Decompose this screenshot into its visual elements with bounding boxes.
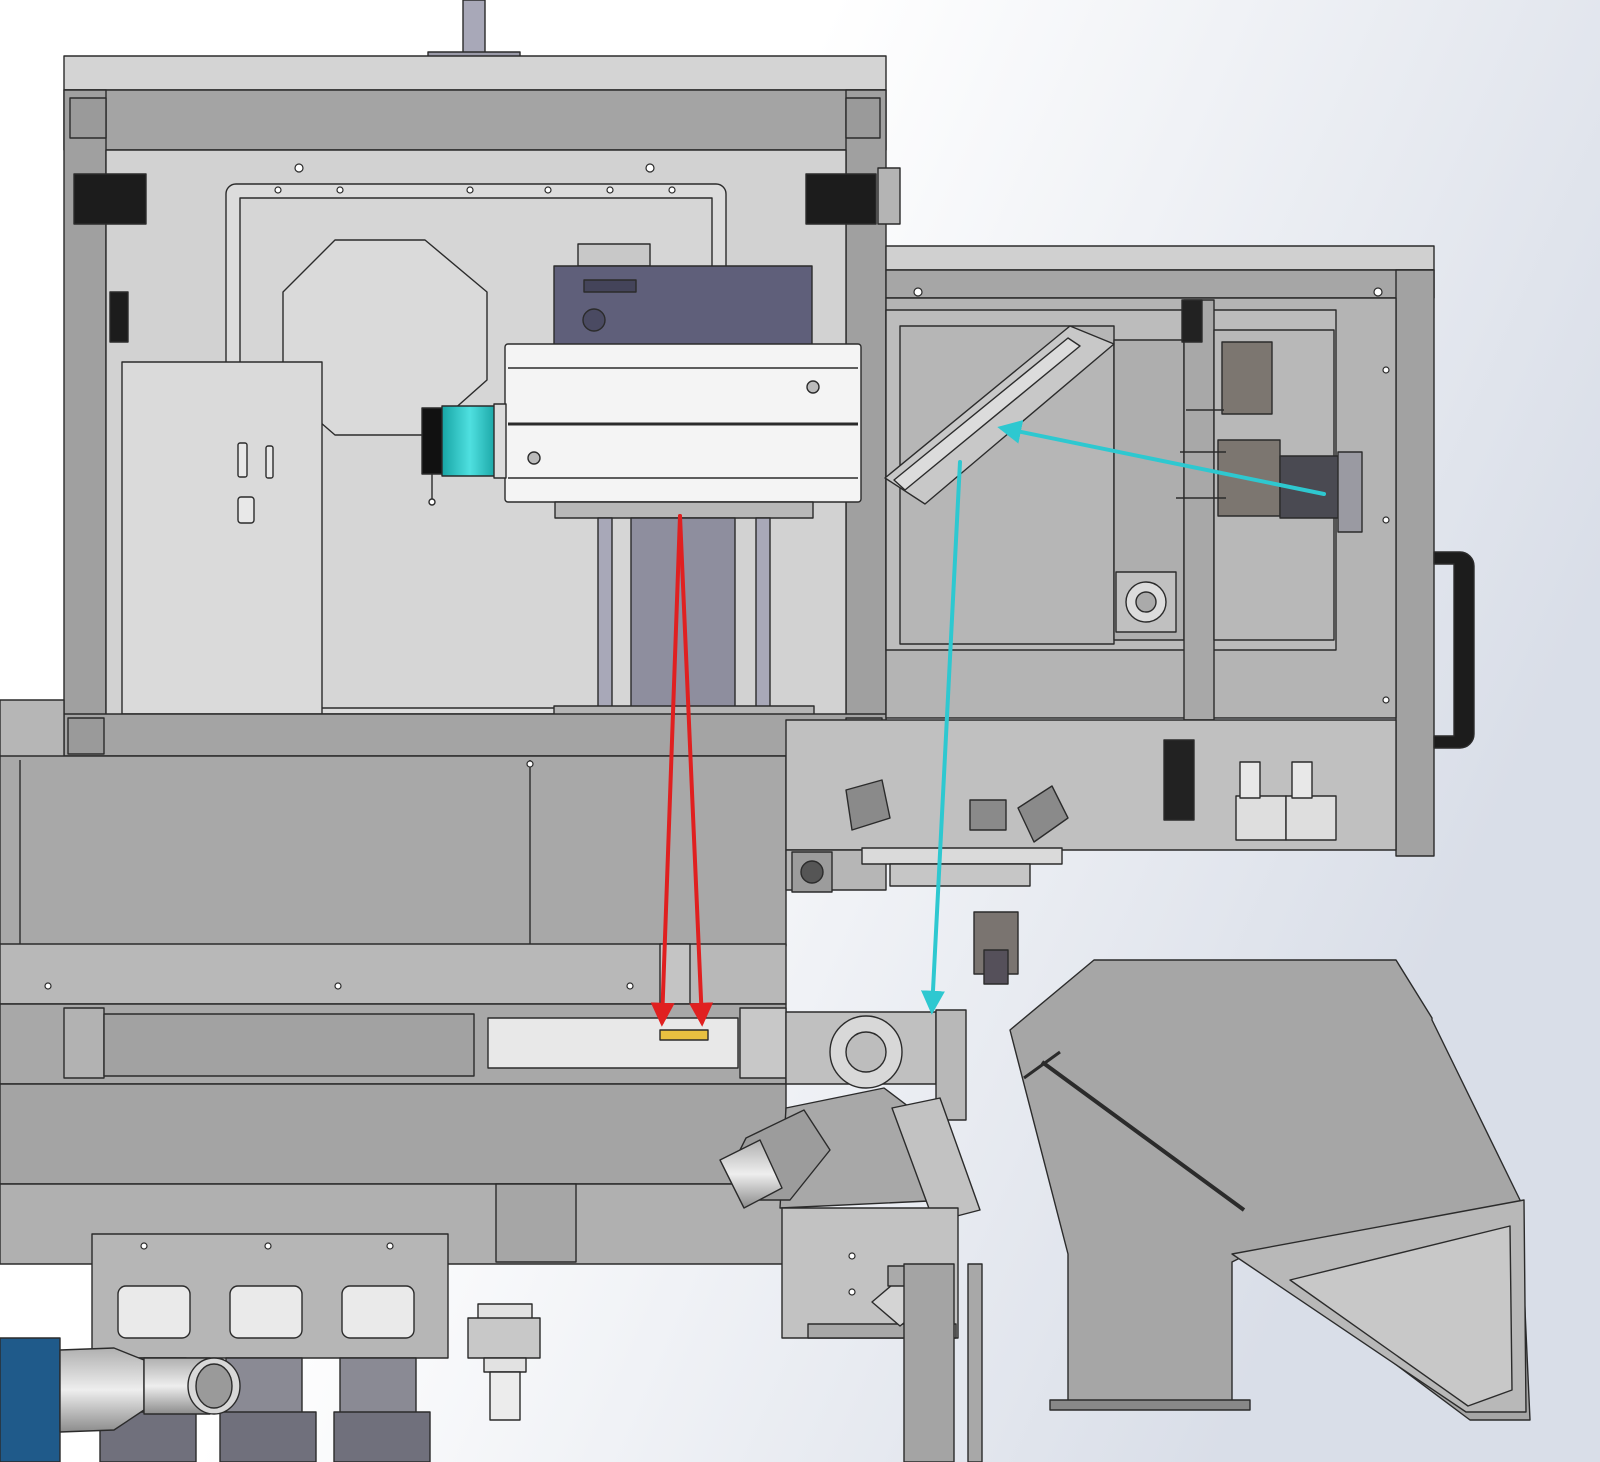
camera-sightline-to-mirror — [997, 420, 1326, 496]
conveyor-housing — [0, 755, 787, 947]
door-handle — [1433, 551, 1475, 749]
camera-body — [1221, 341, 1273, 415]
lens-mount — [421, 407, 445, 475]
laser-head — [553, 265, 813, 347]
mirror-sightline-to-product — [920, 460, 962, 1015]
hinge-left — [73, 173, 147, 225]
electrical-panel — [121, 361, 323, 715]
exhaust-duct — [0, 1337, 61, 1462]
work-table — [487, 1017, 739, 1069]
cabinet-top-cap — [63, 55, 887, 91]
laser-beam-left — [650, 514, 682, 1027]
beam-expander — [441, 405, 499, 477]
laser-beam-right — [678, 514, 714, 1027]
hinge-right — [805, 173, 877, 225]
